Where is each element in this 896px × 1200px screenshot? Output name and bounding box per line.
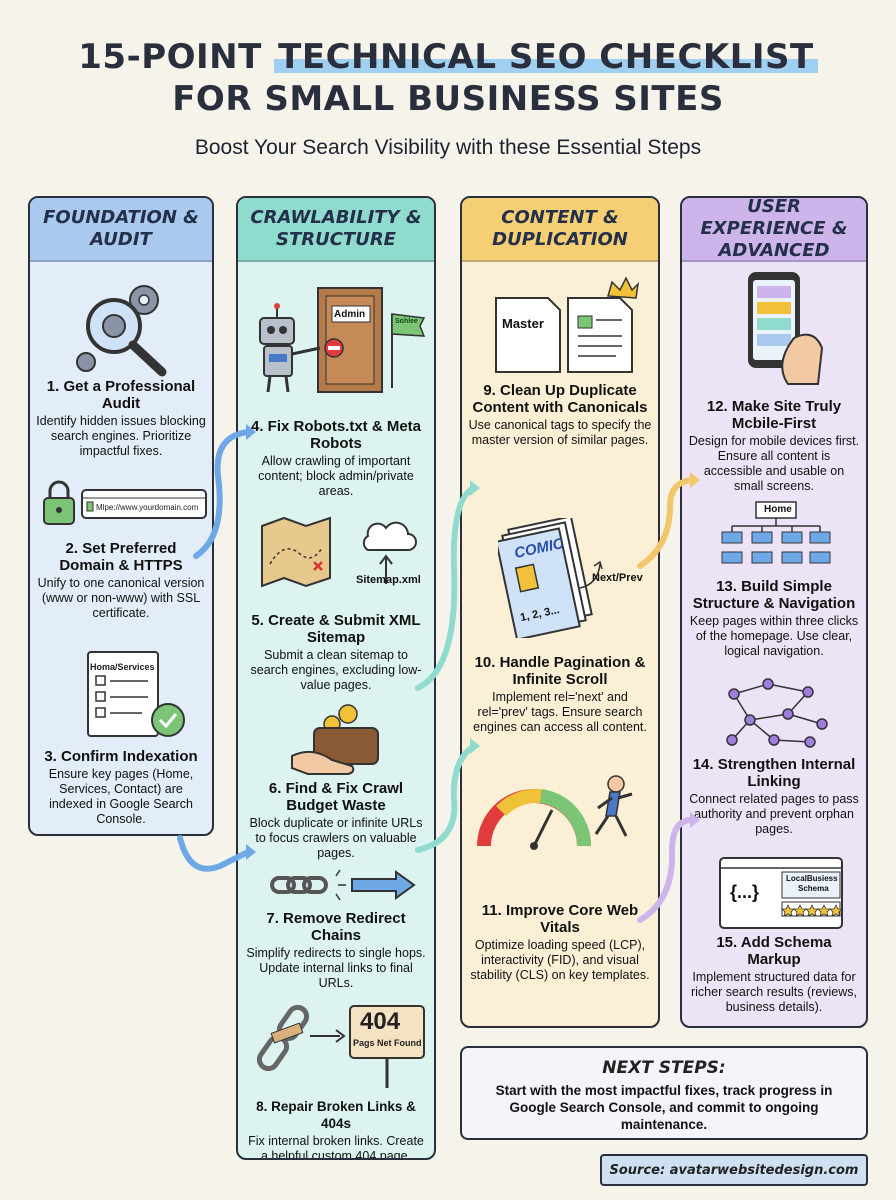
next-prev-label: Next/Prev bbox=[592, 572, 643, 584]
page-title: 15-POINT TECHNICAL SEO CHECKLIST FOR SMA… bbox=[0, 36, 896, 120]
column-user-experience: USER EXPERIENCE & ADVANCED 12. Make Site… bbox=[680, 196, 868, 1028]
schema-markup-icon bbox=[719, 857, 843, 929]
master-label: Master bbox=[502, 316, 544, 331]
title-line-2: FOR SMALL BUSINESS SITES bbox=[172, 79, 724, 119]
checklist-item-8: 8. Repair Broken Links & 404s Fix intern… bbox=[248, 1099, 424, 1160]
title-word: 15-POINT bbox=[78, 37, 262, 77]
next-steps-title: NEXT STEPS: bbox=[602, 1058, 726, 1078]
checklist-item-9: 9. Clean Up Duplicate Content with Canon… bbox=[468, 382, 652, 447]
column-content: CONTENT & DUPLICATION Master 9. Clean Up… bbox=[460, 196, 660, 1028]
column-title: CONTENT & DUPLICATION bbox=[462, 198, 658, 262]
checklist-item-5: 5. Create & Submit XML Sitemap Submit a … bbox=[250, 612, 422, 692]
checklist-item-14: 14. Strengthen Internal Linking Connect … bbox=[689, 756, 859, 836]
schema-code-label: {...} bbox=[730, 882, 760, 902]
home-services-label: Homa/Services bbox=[90, 662, 155, 672]
schema-type-label-2: Schema bbox=[798, 884, 829, 893]
column-title: CRAWLABILITY & STRUCTURE bbox=[238, 198, 434, 262]
mobile-phone-icon bbox=[748, 272, 824, 385]
checklist-document-icon bbox=[87, 651, 185, 737]
broken-link-404-icon bbox=[256, 1004, 425, 1088]
checklist-item-13: 13. Build Simple Structure & Navigation … bbox=[689, 578, 859, 658]
speed-gauge-runner-icon bbox=[477, 775, 633, 850]
checklist-item-6: 6. Find & Fix Crawl Budget Waste Block d… bbox=[249, 780, 423, 860]
link-network-icon bbox=[726, 678, 828, 748]
schema-type-label: LocalBusiess bbox=[786, 874, 838, 883]
next-steps-body: Start with the most impactful fixes, tra… bbox=[495, 1083, 833, 1132]
site-tree-icon bbox=[721, 501, 831, 564]
treasure-map-cloud-icon bbox=[261, 516, 417, 588]
subtitle: Boost Your Search Visibility with these … bbox=[194, 136, 702, 159]
url-bar-text: Mlpe://www.yourdomain.com bbox=[96, 503, 199, 512]
broken-chain-arrow-icon bbox=[270, 869, 416, 901]
column-foundation: FOUNDATION & AUDIT 1. Get a Professional… bbox=[28, 196, 214, 836]
checklist-item-2: 2. Set Preferred Domain & HTTPS Unify to… bbox=[37, 540, 205, 620]
duplicate-pages-icon bbox=[495, 276, 640, 373]
home-node-label: Home bbox=[764, 504, 792, 515]
title-highlight: TECHNICAL SEO CHECKLIST bbox=[274, 37, 818, 77]
column-title: FOUNDATION & AUDIT bbox=[30, 198, 212, 262]
checklist-item-12: 12. Make Site Truly Mcbile-First Design … bbox=[688, 398, 860, 493]
checklist-item-1: 1. Get a Professional Audit Identify hid… bbox=[36, 378, 206, 458]
next-steps-box: NEXT STEPS: Start with the most impactfu… bbox=[460, 1046, 868, 1140]
checklist-item-10: 10. Handle Pagination & Infinite Scroll … bbox=[473, 654, 647, 734]
not-found-text: Pags Net Found bbox=[353, 1038, 422, 1048]
wallet-coins-icon bbox=[291, 704, 379, 775]
checklist-item-7: 7. Remove Redirect Chains Simplify redir… bbox=[246, 910, 426, 990]
comic-pages-icon bbox=[498, 518, 603, 638]
sitemap-label: Sitemap.xml bbox=[356, 574, 421, 586]
checklist-item-3: 3. Confirm Indexation Ensure key pages (… bbox=[44, 748, 198, 826]
column-title: USER EXPERIENCE & ADVANCED bbox=[682, 198, 866, 262]
checklist-item-11: 11. Improve Core Web Vitals Optimize loa… bbox=[470, 902, 650, 982]
checklist-item-4: 4. Fix Robots.txt & Meta Robots Allow cr… bbox=[250, 418, 422, 498]
magnifier-gears-icon bbox=[76, 285, 167, 377]
error-404-text: 404 bbox=[360, 1008, 401, 1035]
checklist-item-15: 15. Add Schema Markup Implement structur… bbox=[690, 934, 857, 1014]
source-credit: Source: avatarwebsitedesign.com bbox=[600, 1154, 868, 1186]
admin-sign: Admin bbox=[334, 309, 366, 320]
robot-door-icon bbox=[259, 287, 426, 393]
column-crawlability: CRAWLABILITY & STRUCTURE Admin Sohlee 4.… bbox=[236, 196, 436, 1160]
flag-label: Sohlee bbox=[395, 318, 418, 325]
